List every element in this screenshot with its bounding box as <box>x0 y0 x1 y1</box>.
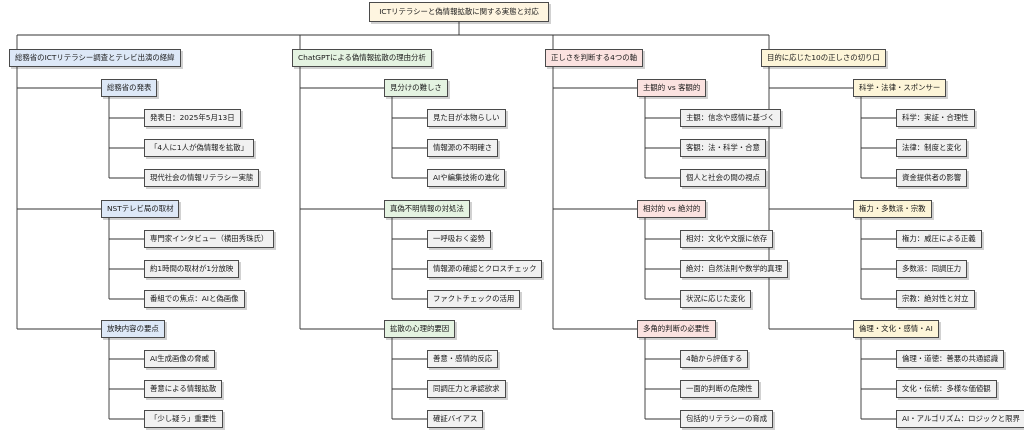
leaf-node: AI・アルゴリズム：ロジックと限界 <box>896 410 1024 428</box>
leaf-node: 状況に応じた変化 <box>680 290 752 308</box>
leaf-node: 善意・感情的反応 <box>427 350 499 368</box>
leaf-node: 資金提供者の影響 <box>896 169 968 187</box>
leaf-node: 見た目が本物らしい <box>427 109 506 127</box>
leaf-node: 「4人に1人が偽情報を拡散」 <box>144 139 255 157</box>
leaf-node: 「少し疑う」重要性 <box>144 410 223 428</box>
leaf-node: 相対：文化や文脈に依存 <box>680 230 774 248</box>
sub-node: 多角的判断の必要性 <box>637 320 716 338</box>
leaf-node: 同調圧力と承認欲求 <box>427 380 506 398</box>
category-node: 正しさを判断する4つの軸 <box>545 49 644 67</box>
leaf-node: 4軸から評価する <box>680 350 749 368</box>
leaf-node: 個人と社会の間の視点 <box>680 169 766 187</box>
sub-node: 放映内容の要点 <box>101 320 165 338</box>
leaf-node: AI生成画像の脅威 <box>144 350 215 368</box>
leaf-node: 約1時間の取材が1分放映 <box>144 260 240 278</box>
leaf-node: 絶対：自然法則や数学的真理 <box>680 260 789 278</box>
leaf-node: 確証バイアス <box>427 410 484 428</box>
leaf-node: 宗教：絶対性と対立 <box>896 290 975 308</box>
leaf-node: 客観：法・科学・合意 <box>680 139 766 157</box>
leaf-node: 主観：信念や感情に基づく <box>680 109 781 127</box>
leaf-node: 多数派：同調圧力 <box>896 260 968 278</box>
leaf-node: 文化・伝統：多様な価値観 <box>896 380 997 398</box>
leaf-node: 現代社会の情報リテラシー実態 <box>144 169 260 187</box>
leaf-node: 包括的リテラシーの育成 <box>680 410 774 428</box>
category-node: 目的に応じた10の正しさの切り口 <box>761 49 886 67</box>
leaf-node: 発表日：2025年5月13日 <box>144 109 241 127</box>
leaf-node: 科学：実証・合理性 <box>896 109 975 127</box>
sub-node: 拡散の心理的要因 <box>384 320 456 338</box>
sub-node: 見分けの難しさ <box>384 79 448 97</box>
sub-node: 権力・多数派・宗教 <box>853 200 932 218</box>
leaf-node: AIや編集技術の進化 <box>427 169 506 187</box>
leaf-node: 専門家インタビュー（横田秀珠氏） <box>144 230 275 248</box>
sub-node: 主観的 vs 客観的 <box>637 79 707 97</box>
category-node: ChatGPTによる偽情報拡散の理由分析 <box>292 49 432 67</box>
leaf-node: 権力：威圧による正義 <box>896 230 982 248</box>
leaf-node: 善意による情報拡散 <box>144 380 223 398</box>
leaf-node: 倫理・道徳：善悪の共通認識 <box>896 350 1005 368</box>
leaf-node: 情報源の確認とクロスチェック <box>427 260 543 278</box>
leaf-node: ファクトチェックの活用 <box>427 290 521 308</box>
sub-node: NSTテレビ局の取材 <box>101 200 180 218</box>
leaf-node: 法律：制度と変化 <box>896 139 968 157</box>
sub-node: 相対的 vs 絶対的 <box>637 200 707 218</box>
leaf-node: 一面的判断の危険性 <box>680 380 759 398</box>
category-node: 総務省のICTリテラシー調査とテレビ出演の経緯 <box>9 49 181 67</box>
leaf-node: 一呼吸おく姿勢 <box>427 230 491 248</box>
leaf-node: 番組での焦点：AIと偽画像 <box>144 290 245 308</box>
root-node: ICTリテラシーと偽情報拡散に関する実態と対応 <box>369 2 549 22</box>
sub-node: 総務省の発表 <box>101 79 158 97</box>
sub-node: 科学・法律・スポンサー <box>853 79 947 97</box>
sub-node: 倫理・文化・感情・AI <box>853 320 939 338</box>
sub-node: 真偽不明情報の対処法 <box>384 200 470 218</box>
leaf-node: 情報源の不明確さ <box>427 139 499 157</box>
